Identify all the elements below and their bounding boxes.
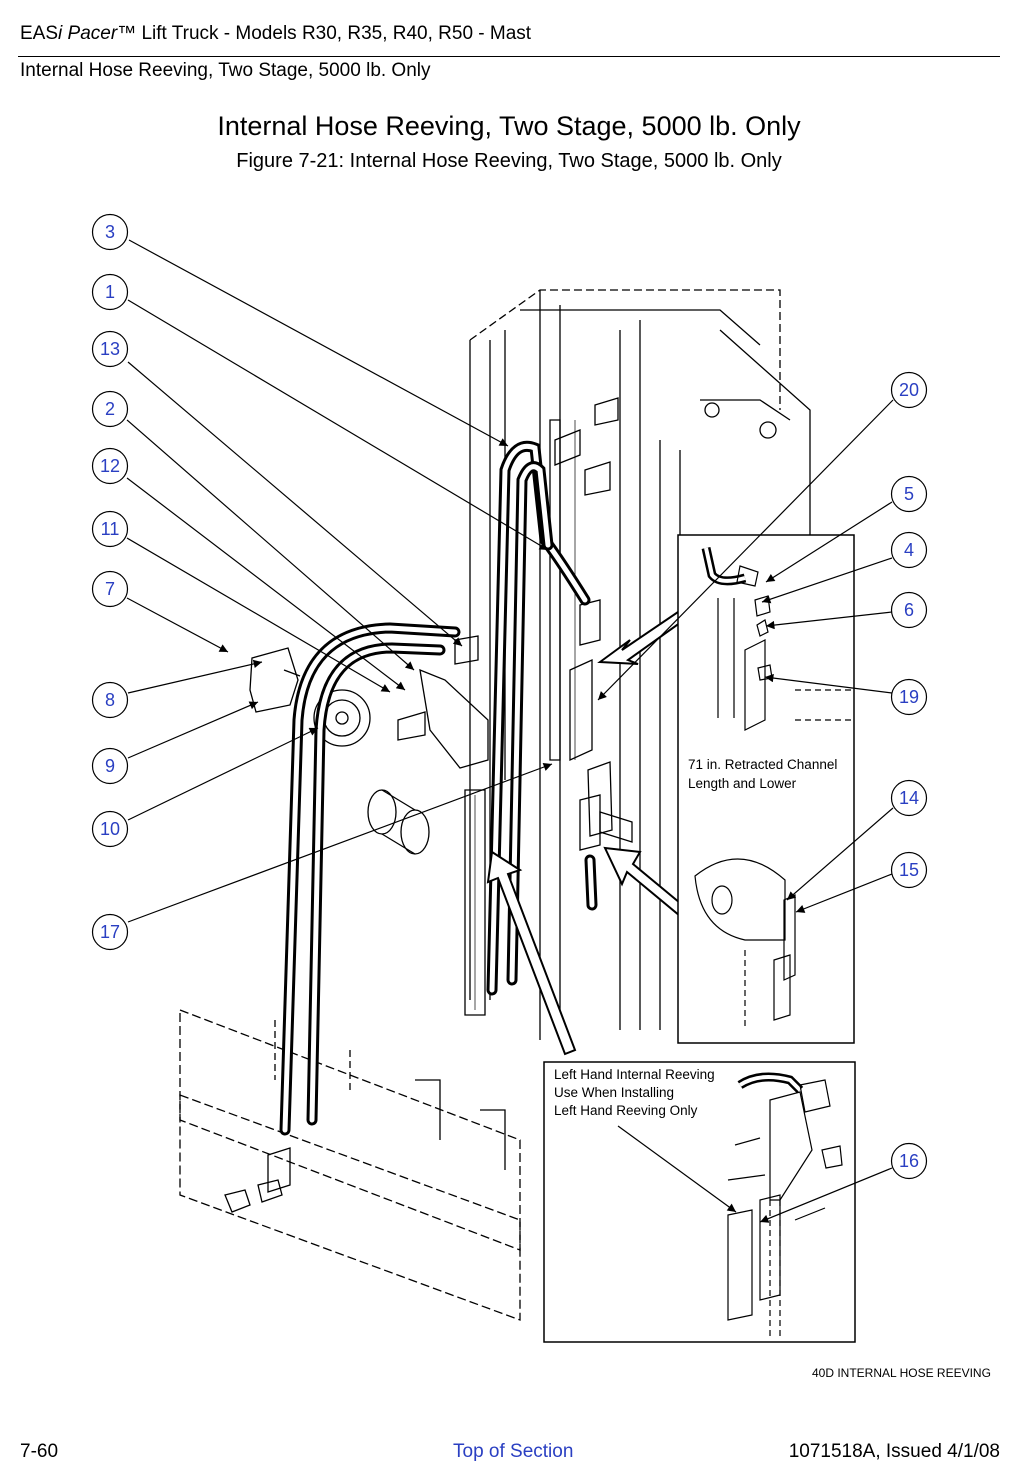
svg-text:13: 13 bbox=[100, 339, 120, 359]
brand-prefix: EAS bbox=[20, 23, 59, 44]
svg-text:1: 1 bbox=[105, 282, 115, 302]
top-of-section-link[interactable]: Top of Section bbox=[453, 1441, 574, 1462]
header-section-title: Internal Hose Reeving, Two Stage, 5000 l… bbox=[20, 60, 431, 81]
callout-5: 5 bbox=[890, 475, 928, 513]
callout-1: 1 bbox=[91, 273, 129, 311]
callout-15: 15 bbox=[890, 851, 928, 889]
svg-text:5: 5 bbox=[904, 484, 914, 504]
footer-doc-id: 1071518A, Issued 4/1/08 bbox=[788, 1441, 1000, 1462]
callout-3: 3 bbox=[91, 213, 129, 251]
inset-lower-note-line2: Use When Installing bbox=[554, 1085, 674, 1100]
svg-text:7: 7 bbox=[105, 579, 115, 599]
callout-7: 7 bbox=[91, 570, 129, 608]
header-rule bbox=[18, 56, 1000, 57]
svg-text:10: 10 bbox=[100, 819, 120, 839]
svg-text:17: 17 bbox=[100, 922, 120, 942]
callout-19: 19 bbox=[890, 678, 928, 716]
hydraulic-hoses bbox=[279, 440, 598, 1136]
svg-text:9: 9 bbox=[105, 756, 115, 776]
inset-upper-drawing bbox=[694, 547, 852, 1030]
inset-upper-note-line1: 71 in. Retracted Channel bbox=[688, 757, 837, 772]
inset-upper-note-line2: Length and Lower bbox=[688, 776, 797, 791]
callout-8: 8 bbox=[91, 681, 129, 719]
brand-italic: i Pacer bbox=[58, 23, 118, 44]
svg-text:8: 8 bbox=[105, 690, 115, 710]
svg-text:19: 19 bbox=[899, 687, 919, 707]
svg-text:11: 11 bbox=[101, 519, 120, 539]
inset-lower-note-line1: Left Hand Internal Reeving bbox=[554, 1067, 715, 1082]
svg-text:14: 14 bbox=[899, 788, 919, 808]
callout-13: 13 bbox=[91, 330, 129, 368]
svg-text:12: 12 bbox=[100, 456, 120, 476]
callout-6: 6 bbox=[890, 591, 928, 629]
svg-text:4: 4 bbox=[904, 540, 914, 560]
svg-text:20: 20 bbox=[899, 380, 919, 400]
callout-12: 12 bbox=[91, 447, 129, 485]
callout-16: 16 bbox=[890, 1142, 928, 1180]
callout-14: 14 bbox=[890, 779, 928, 817]
page-title: Internal Hose Reeving, Two Stage, 5000 l… bbox=[217, 111, 801, 141]
footer-page-number: 7-60 bbox=[20, 1441, 59, 1462]
figure-caption: Figure 7-21: Internal Hose Reeving, Two … bbox=[236, 150, 782, 172]
callout-4: 4 bbox=[890, 531, 928, 569]
inset-lower-note-line3: Left Hand Reeving Only bbox=[554, 1103, 698, 1118]
drawing-id-label: 40D INTERNAL HOSE REEVING bbox=[812, 1366, 991, 1380]
header-product-title: EASi Pacer™ Lift Truck - Models R30, R35… bbox=[20, 23, 531, 45]
callout-11: 11 bbox=[91, 510, 129, 548]
svg-text:3: 3 bbox=[105, 222, 115, 242]
svg-text:6: 6 bbox=[904, 600, 914, 620]
callout-17: 17 bbox=[91, 913, 129, 951]
inset-lower-drawing bbox=[727, 1072, 843, 1340]
svg-text:16: 16 bbox=[899, 1151, 919, 1171]
callout-20: 20 bbox=[890, 371, 928, 409]
mast-drawing bbox=[179, 289, 811, 1321]
brand-suffix: ™ Lift Truck - Models R30, R35, R40, R50… bbox=[117, 23, 532, 44]
leader-lines bbox=[126, 239, 894, 1223]
svg-text:2: 2 bbox=[105, 399, 115, 419]
svg-text:15: 15 bbox=[899, 860, 919, 880]
callout-10: 10 bbox=[91, 810, 129, 848]
callout-2: 2 bbox=[91, 390, 129, 428]
callout-9: 9 bbox=[91, 747, 129, 785]
